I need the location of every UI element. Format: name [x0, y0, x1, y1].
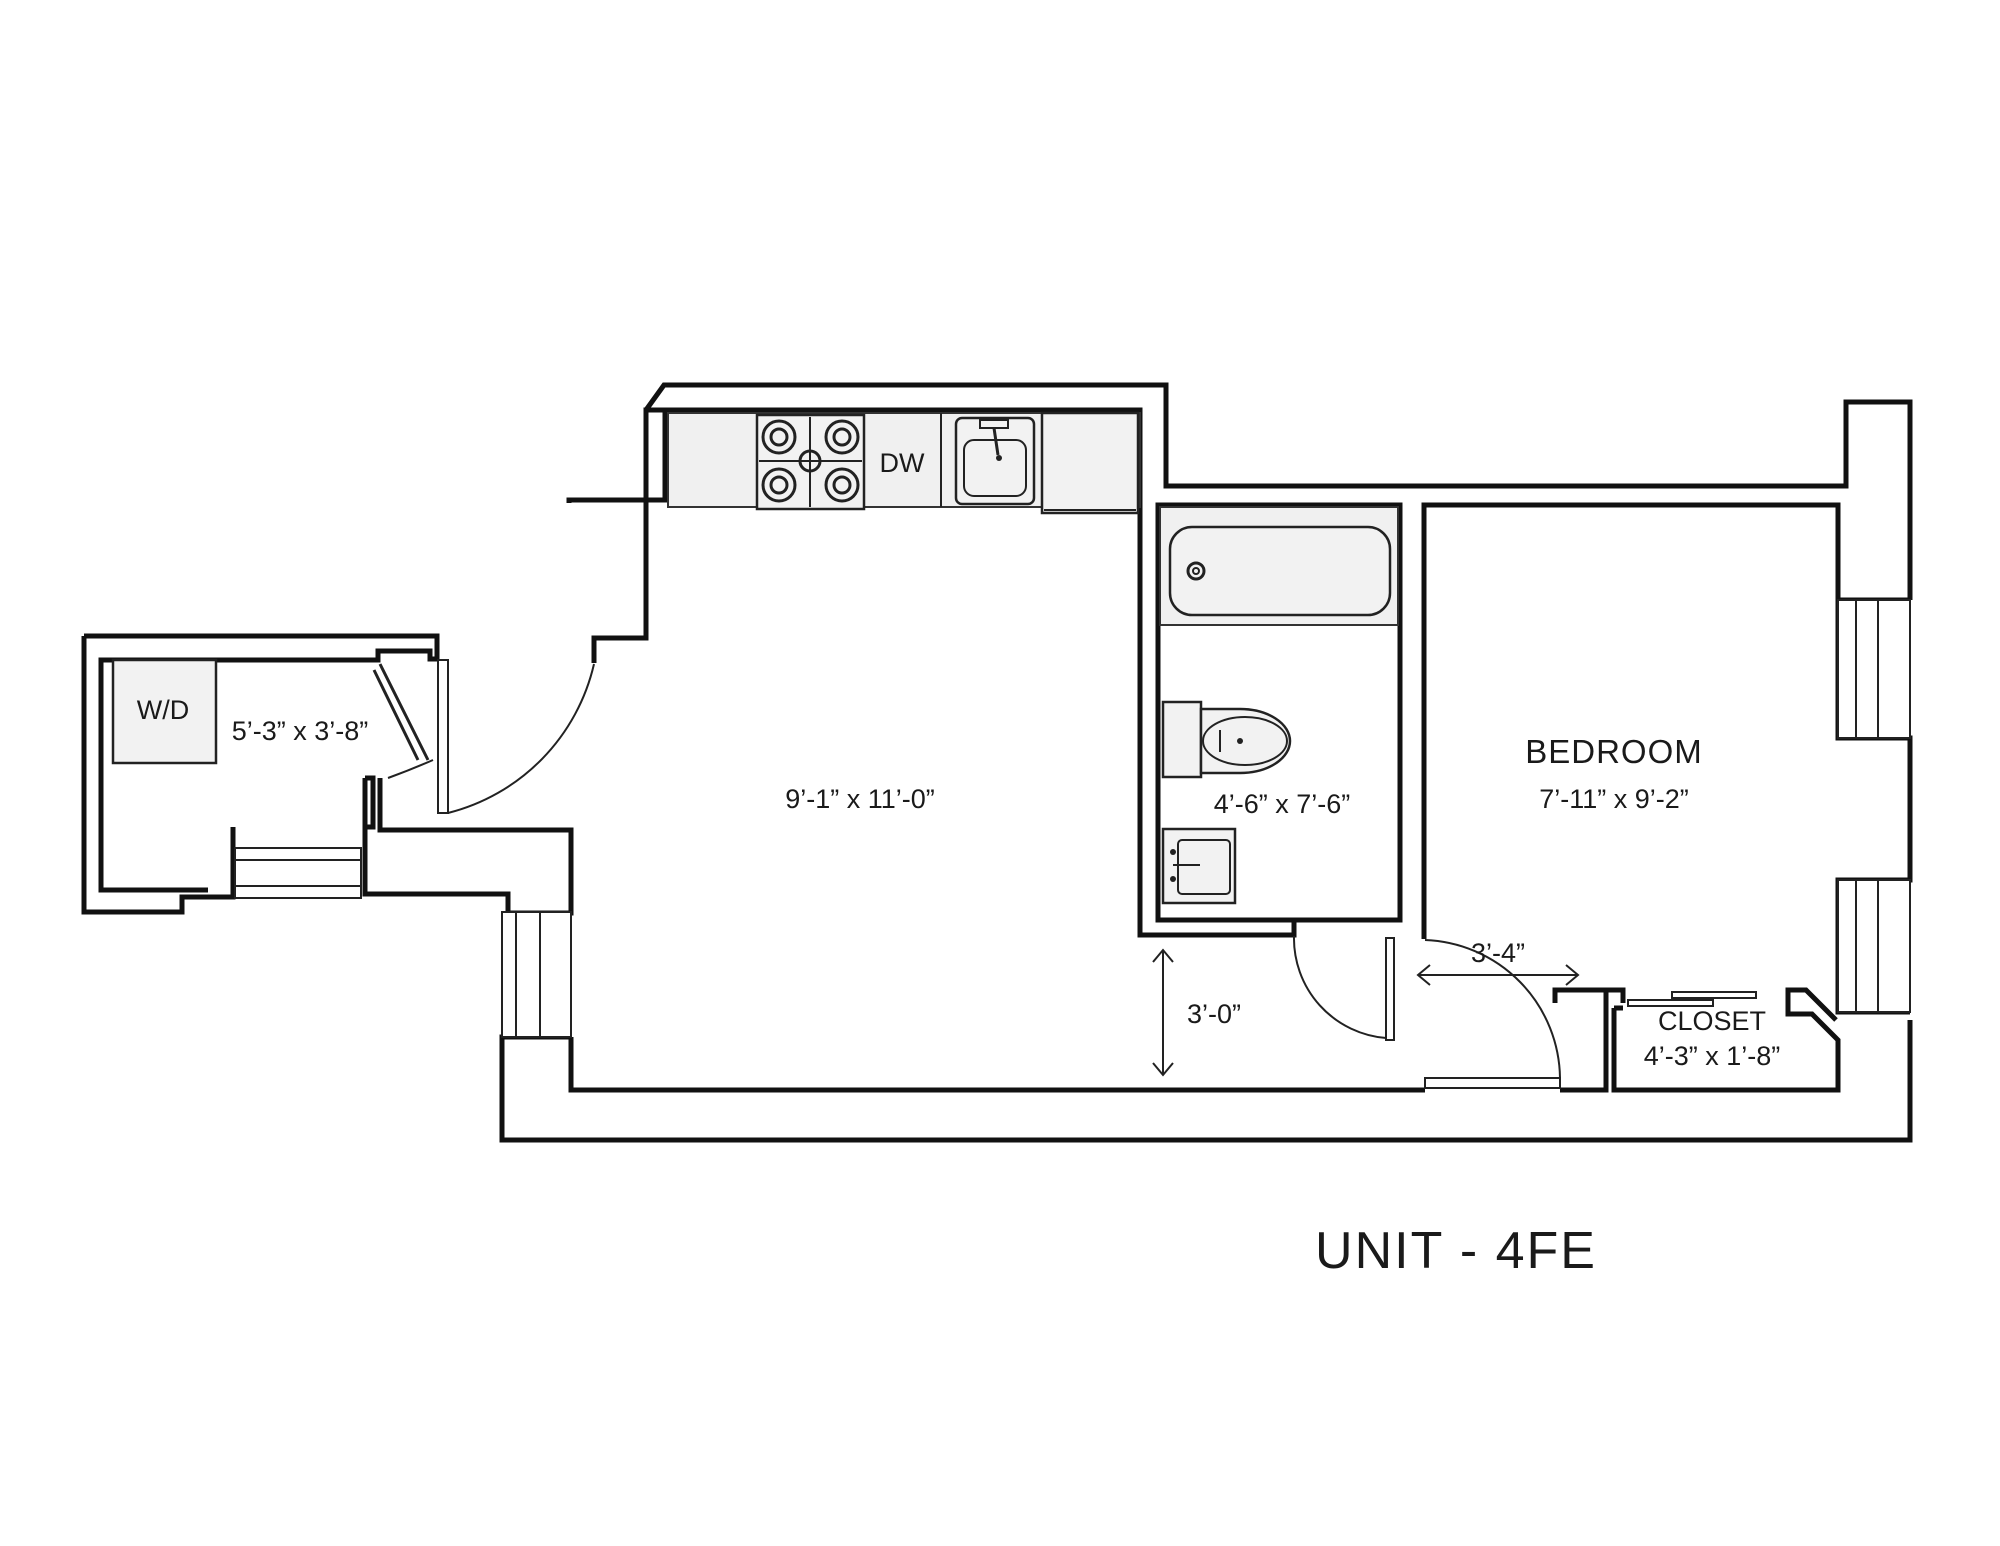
laundry-wall — [81, 633, 574, 916]
sink-icon — [954, 416, 1036, 506]
window-laundry — [234, 847, 362, 899]
hall-width-label: 3’-0” — [1187, 999, 1241, 1029]
doorway-width-label: 3’-4” — [1471, 938, 1525, 968]
bedroom-label: BEDROOM — [1525, 733, 1703, 770]
washer-dryer-label: W/D — [137, 695, 189, 725]
unit-title: UNIT - 4FE — [1315, 1222, 1597, 1280]
doorway-dimension-marker — [1416, 964, 1580, 986]
door-laundry-bifold — [372, 663, 434, 779]
door-closet-sliding — [1627, 991, 1757, 1007]
bottom-wall — [499, 987, 1913, 1143]
closet-wall — [1611, 987, 1841, 1093]
door-entry — [437, 659, 595, 814]
refrigerator-icon — [1040, 411, 1140, 515]
window-living — [501, 911, 572, 1038]
closet-label: CLOSET — [1658, 1006, 1766, 1036]
living-inner-wall — [665, 407, 1403, 938]
bathtub-icon — [1168, 525, 1392, 617]
bathroom — [1159, 506, 1399, 905]
bathroom-sink-icon — [1161, 827, 1237, 905]
washer-dryer-icon — [111, 658, 218, 765]
hall-dimension-marker — [1152, 948, 1174, 1077]
doors — [372, 659, 1757, 1089]
living-dimensions: 9’-1” x 11’-0” — [785, 784, 935, 814]
door-bedroom — [1424, 939, 1561, 1089]
kitchen: DW — [667, 411, 1141, 515]
bathroom-dimensions: 4’-6” x 7’-6” — [1214, 789, 1351, 819]
living-wall — [566, 382, 1913, 663]
closet-dimensions: 4’-3” x 1’-8” — [1644, 1041, 1781, 1071]
window-bedroom-top — [1837, 599, 1911, 739]
walls — [81, 382, 1913, 1143]
door-bathroom — [1292, 935, 1395, 1041]
laundry-dimensions: 5’-3” x 3’-8” — [232, 716, 369, 746]
laundry: W/D 5’-3” x 3’-8” — [111, 658, 369, 765]
dishwasher-label: DW — [880, 448, 925, 478]
windows — [234, 599, 1911, 1038]
window-bedroom-bottom — [1837, 879, 1911, 1013]
bedroom-dimensions: 7’-11” x 9’-2” — [1539, 784, 1689, 814]
toilet-icon — [1161, 700, 1292, 779]
range-icon — [755, 413, 866, 511]
